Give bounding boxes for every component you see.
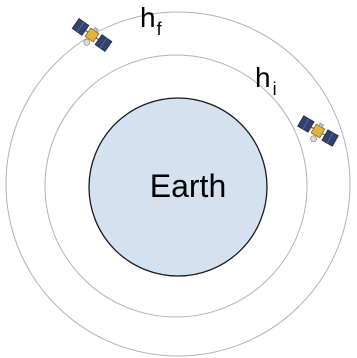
inner-orbit-symbol: h	[255, 62, 271, 93]
satellite-icon	[68, 16, 114, 57]
outer-orbit-symbol: h	[140, 2, 156, 33]
earth-circle	[88, 97, 268, 277]
outer-orbit-subscript: f	[157, 19, 163, 39]
outer-orbit-label: hf	[140, 2, 163, 39]
earth-label: Earth	[150, 168, 226, 204]
outer-orbit	[5, 11, 351, 357]
inner-orbit	[44, 54, 308, 318]
inner-orbit-subscript: i	[273, 79, 277, 99]
satellite-icon	[294, 113, 340, 152]
